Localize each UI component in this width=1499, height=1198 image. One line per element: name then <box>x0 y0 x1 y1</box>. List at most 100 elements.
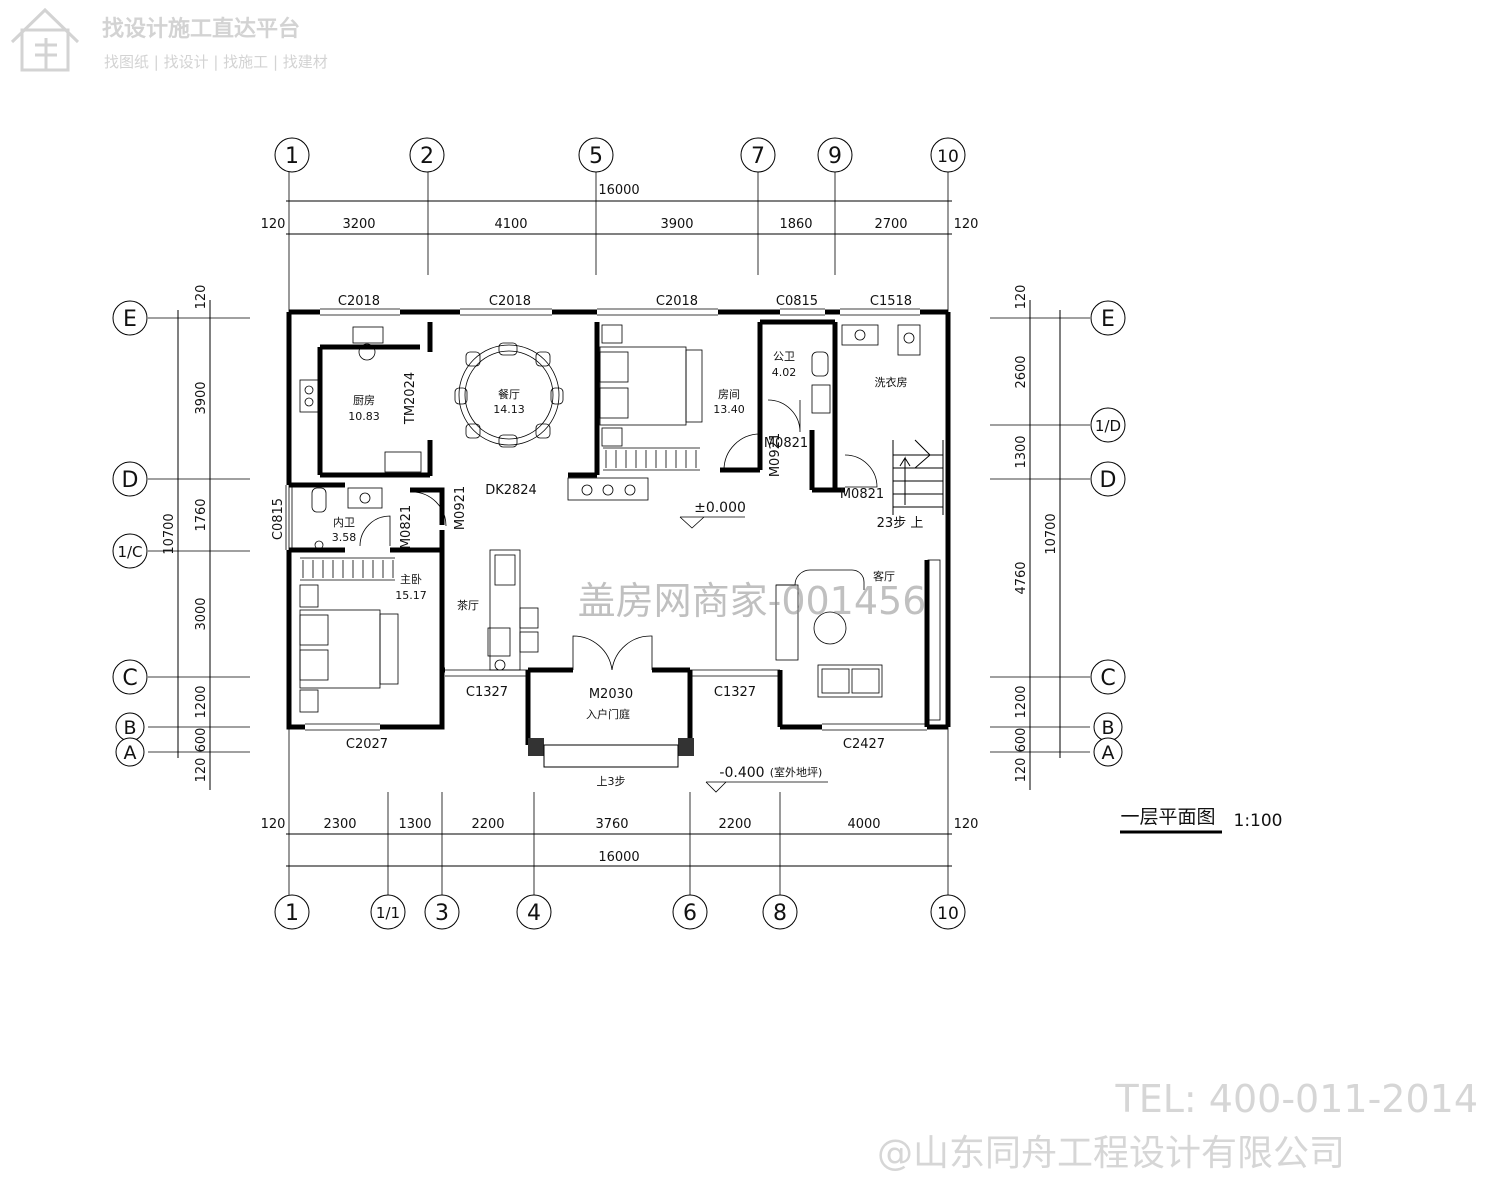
exterior-walls <box>286 309 951 730</box>
window-top-c2018-1: C2018 <box>338 294 380 309</box>
level-outdoor-note: (室外地坪) <box>770 765 823 779</box>
watermark-tel: TEL: 400-011-2014 <box>1115 1077 1478 1121</box>
axis-right-c: C <box>1100 666 1115 691</box>
dim-top-seg-1: 3200 <box>342 217 375 232</box>
dimension-lines-left <box>177 300 211 790</box>
dim-right-seg-0: 120 <box>1014 285 1029 310</box>
level-marker-outdoor <box>705 781 828 793</box>
window-top-c2018-2: C2018 <box>489 294 531 309</box>
axis-right-a: A <box>1102 742 1115 764</box>
axis-top-10: 10 <box>937 147 959 167</box>
axis-bottom-1-1: 1/1 <box>376 904 400 922</box>
kitchen-fixtures <box>299 326 422 473</box>
interior-walls <box>300 319 845 745</box>
dimension-lines-top <box>286 200 952 235</box>
room-kitchen-area: 10.83 <box>348 410 380 423</box>
dim-right-seg-2: 1300 <box>1014 435 1029 468</box>
dimension-lines-bottom <box>286 833 952 867</box>
bed-bedroom <box>599 324 703 471</box>
dim-bottom-total: 16000 <box>598 850 639 865</box>
axis-bottom-10: 10 <box>937 904 959 924</box>
axis-grid-horizontal <box>148 317 1090 753</box>
dim-bottom-seg-4: 3760 <box>595 817 628 832</box>
door-swings <box>359 399 878 671</box>
window-top-c2018-3: C2018 <box>656 294 698 309</box>
dim-left-seg-3: 3000 <box>194 597 209 630</box>
axis-left-c: C <box>122 666 137 691</box>
bathroom-fixtures <box>311 324 921 550</box>
dim-top-seg-3: 3900 <box>660 217 693 232</box>
dim-left-seg-0: 120 <box>194 285 209 310</box>
room-living-name: 客厅 <box>873 569 895 583</box>
watermark-logo <box>10 7 80 72</box>
dim-bottom-seg-1: 2300 <box>323 817 356 832</box>
axis-bottom-6: 6 <box>683 901 697 926</box>
axis-left-1c: 1/C <box>117 543 142 561</box>
door-m0921-master: M0921 <box>453 486 468 530</box>
axis-top-1: 1 <box>285 144 299 169</box>
room-master-name: 主卧 <box>400 573 422 586</box>
room-dining-name: 餐厅 <box>498 387 520 401</box>
axis-right-b: B <box>1101 717 1114 739</box>
dim-top-seg-2: 4100 <box>494 217 527 232</box>
level-floor: ±0.000 <box>694 500 746 516</box>
axis-left-b: B <box>123 717 136 739</box>
dim-bottom-seg-0: 120 <box>261 817 286 832</box>
room-inner-bath-area: 3.58 <box>332 531 357 544</box>
stair-note: 23步 上 <box>877 516 924 531</box>
window-top-c1518: C1518 <box>870 294 912 309</box>
level-outdoor: -0.400 <box>719 765 764 781</box>
opening-dk2824: DK2824 <box>485 483 537 498</box>
room-inner-bath-name: 内卫 <box>333 515 355 529</box>
dim-right-seg-1: 2600 <box>1014 355 1029 388</box>
bed-master <box>299 557 399 713</box>
door-m0921-bedroom: M0921 <box>768 433 783 477</box>
dim-right-seg-3: 4760 <box>1014 561 1029 594</box>
dim-left-seg-2: 1760 <box>194 498 209 531</box>
dim-top-seg-0: 120 <box>261 217 286 232</box>
dim-bottom-seg-5: 2200 <box>718 817 751 832</box>
drawing-title: 一层平面图 <box>1120 806 1215 828</box>
room-public-bath-name: 公卫 <box>773 350 795 363</box>
dim-left-seg-6: 120 <box>194 758 209 783</box>
axis-bubbles-top <box>274 137 966 173</box>
axis-right-d: D <box>1100 468 1117 493</box>
tea-room-furniture <box>487 549 539 671</box>
axis-top-9: 9 <box>828 144 842 169</box>
dim-bottom-seg-7: 120 <box>954 817 979 832</box>
room-bedroom-area: 13.40 <box>713 403 745 416</box>
door-m2030-entry: M2030 <box>589 687 633 702</box>
dim-right-total: 10700 <box>1044 513 1059 554</box>
watermark-subtitle: 找图纸 | 找设计 | 找施工 | 找建材 <box>104 53 328 71</box>
room-public-bath-area: 4.02 <box>772 366 797 379</box>
window-bottom-c2427: C2427 <box>843 737 885 752</box>
window-left-c0815: C0815 <box>271 498 286 540</box>
door-m0821-public-bath: M0821 <box>764 436 808 451</box>
window-top-c0815: C0815 <box>776 294 818 309</box>
window-bottom-c2027: C2027 <box>346 737 388 752</box>
dim-top-seg-5: 2700 <box>874 217 907 232</box>
dim-left-total: 10700 <box>162 513 177 554</box>
axis-right-1d: 1/D <box>1095 417 1121 435</box>
stair <box>892 439 944 515</box>
door-m0821-inner-bath: M0821 <box>399 505 414 549</box>
axis-bubbles-right <box>1090 300 1126 767</box>
axis-bottom-1: 1 <box>285 901 299 926</box>
tv-cabinet <box>567 477 649 501</box>
room-bedroom-name: 房间 <box>718 388 740 401</box>
axis-bottom-4: 4 <box>527 901 541 926</box>
watermark-company: @山东同舟工程设计有限公司 <box>877 1133 1345 1174</box>
room-porch-name: 入户门庭 <box>586 707 630 721</box>
watermark-title: 找设计施工直达平台 <box>102 16 300 42</box>
porch-step <box>528 738 694 768</box>
axis-right-e: E <box>1101 307 1115 332</box>
dim-bottom-seg-3: 2200 <box>471 817 504 832</box>
watermark-center: 盖房网商家-001456 <box>578 579 927 623</box>
axis-left-e: E <box>123 307 137 332</box>
door-m0821-laundry: M0821 <box>840 487 884 502</box>
living-room-furniture <box>775 559 941 721</box>
dim-left-seg-4: 1200 <box>194 685 209 718</box>
dining-table <box>454 342 564 448</box>
window-bottom-c1327-2: C1327 <box>714 685 756 700</box>
